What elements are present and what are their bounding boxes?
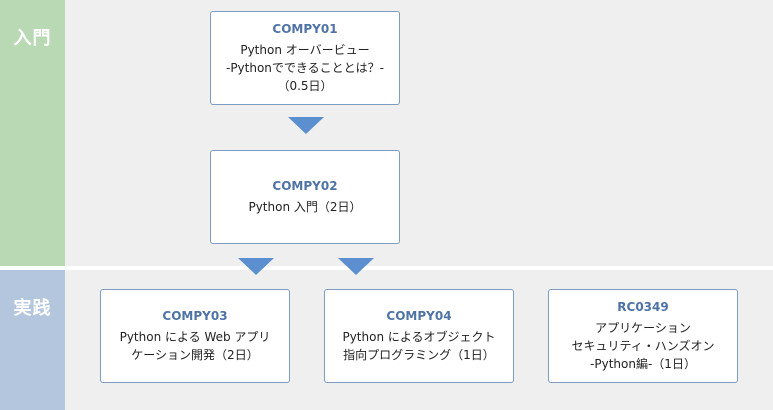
course-duration-compy01: （0.5日） bbox=[277, 79, 333, 93]
course-box-compy01[interactable]: COMPY01 Python オーバービュー -Pythonでできることとは？-… bbox=[210, 11, 400, 105]
course-code-rc0349: RC0349 bbox=[617, 300, 669, 314]
course-title-line2-rc0349: セキュリティ・ハンズオン bbox=[571, 339, 715, 353]
course-title-line1-compy04: Python によるオブジェクト bbox=[342, 330, 496, 344]
course-subtitle-compy01: -Pythonでできることとは？- bbox=[225, 61, 385, 75]
course-title-compy01: Python オーバービュー bbox=[240, 43, 370, 57]
course-box-rc0349[interactable]: RC0349 アプリケーション セキュリティ・ハンズオン -Python編-（1… bbox=[548, 289, 738, 383]
down-arrow-compy01-to-compy02 bbox=[288, 117, 324, 134]
course-code-compy03: COMPY03 bbox=[162, 309, 228, 323]
course-title-compy02: Python 入門（2日） bbox=[248, 200, 362, 214]
course-box-compy02[interactable]: COMPY02 Python 入門（2日） bbox=[210, 150, 400, 244]
course-code-compy01: COMPY01 bbox=[272, 22, 338, 36]
course-title-line3-rc0349: -Python編-（1日） bbox=[590, 357, 696, 371]
down-arrow-compy02-to-compy04 bbox=[338, 258, 374, 275]
course-box-compy03[interactable]: COMPY03 Python による Web アプリ ケーション開発（2日） bbox=[100, 289, 290, 383]
course-code-compy04: COMPY04 bbox=[386, 309, 452, 323]
course-title-line1-rc0349: アプリケーション bbox=[595, 321, 691, 335]
course-title-line2-compy04: 指向プログラミング（1日） bbox=[343, 348, 495, 362]
course-code-compy02: COMPY02 bbox=[272, 179, 338, 193]
intro-lane-label: 入門 bbox=[0, 0, 65, 266]
practice-lane-label: 実践 bbox=[0, 270, 65, 410]
down-arrow-compy02-to-compy03 bbox=[238, 258, 274, 275]
lane-divider bbox=[0, 266, 773, 270]
course-title-line2-compy03: ケーション開発（2日） bbox=[131, 348, 259, 362]
course-title-line1-compy03: Python による Web アプリ bbox=[119, 330, 271, 344]
course-box-compy04[interactable]: COMPY04 Python によるオブジェクト 指向プログラミング（1日） bbox=[324, 289, 514, 383]
